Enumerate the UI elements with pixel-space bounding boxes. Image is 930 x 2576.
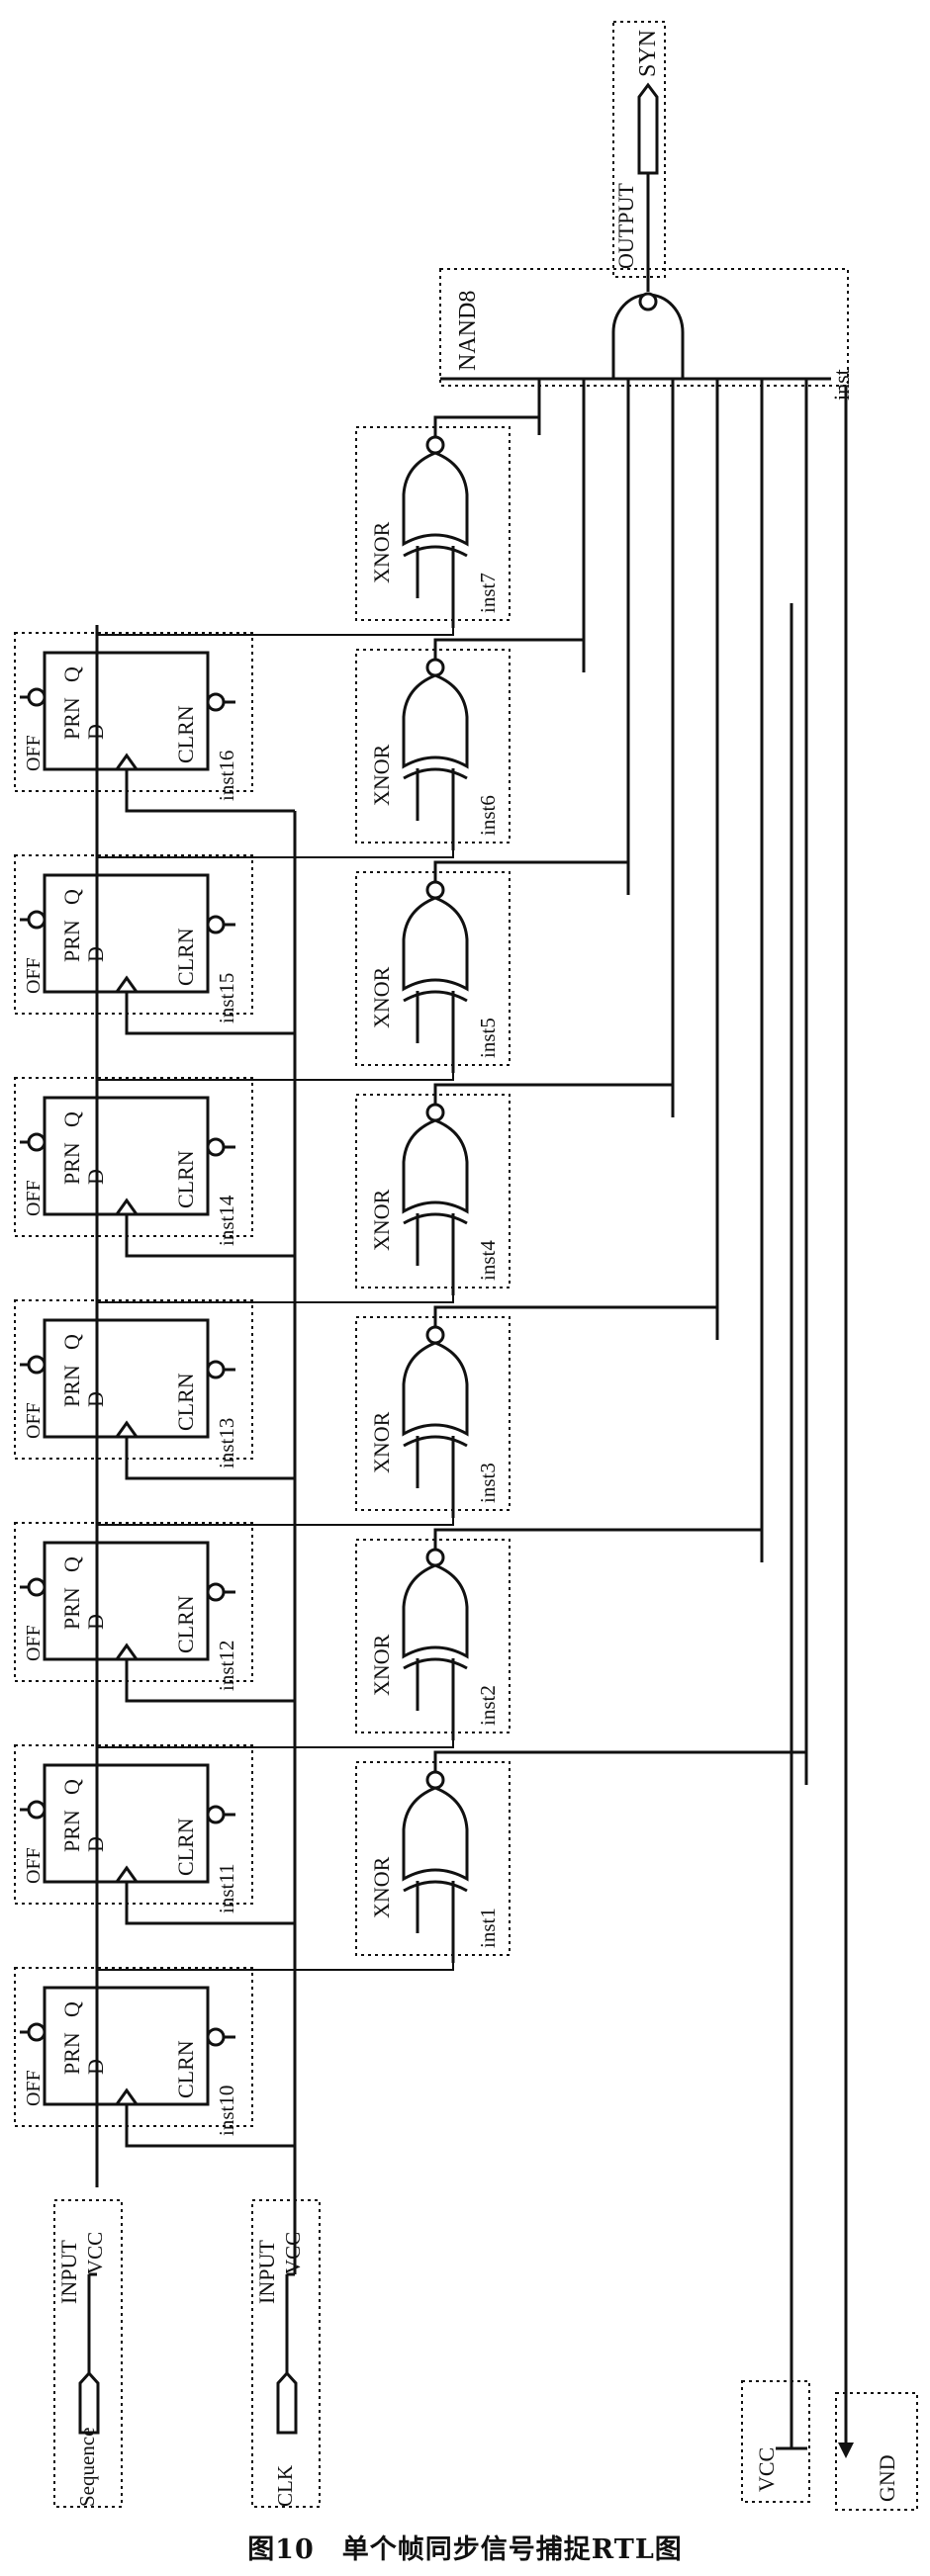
nand8-type-label: NAND8 (455, 291, 481, 371)
off-label: OFF (23, 957, 45, 994)
xnor-type-label: XNOR (369, 1411, 394, 1473)
clrn-label: CLRN (173, 1595, 198, 1653)
q-label: Q (59, 2001, 84, 2017)
xnor-instance-label: inst5 (476, 1018, 500, 1058)
clrn-label: CLRN (173, 1373, 198, 1431)
nand8-gate: NAND8 inst (439, 268, 854, 400)
q-label: Q (59, 1779, 84, 1795)
q-label: Q (59, 666, 84, 682)
xnor-gate: XNOR inst2 (355, 1528, 764, 1740)
xnor-instance-label: inst1 (476, 1908, 500, 1948)
input-default-label: VCC (83, 2232, 107, 2274)
dff-instance-label: inst13 (215, 1418, 238, 1468)
q-label: Q (59, 889, 84, 905)
prn-label: PRN (59, 1810, 84, 1852)
output-pin-syn: OUTPUT SYN (612, 21, 666, 292)
xnor-instance-label: inst7 (476, 573, 500, 613)
prn-label: PRN (59, 697, 84, 740)
dff-instance-label: inst11 (215, 1863, 238, 1913)
xnor-type-label: XNOR (369, 521, 394, 583)
q-label: Q (59, 1334, 84, 1350)
vertical-bus-wires (95, 379, 848, 2443)
xnor-gate: XNOR inst1 (355, 1750, 808, 1963)
xnor-gate: XNOR inst4 (355, 1083, 675, 1295)
gnd-label: GND (875, 2454, 899, 2502)
xnor-type-label: XNOR (369, 1189, 394, 1251)
prn-label: PRN (59, 1365, 84, 1407)
clrn-label: CLRN (173, 1818, 198, 1876)
off-label: OFF (23, 1625, 45, 1661)
clrn-label: CLRN (173, 705, 198, 763)
output-name-label: SYN (635, 30, 661, 77)
off-label: OFF (23, 1180, 45, 1216)
prn-label: PRN (59, 1587, 84, 1630)
xnor-type-label: XNOR (369, 1856, 394, 1918)
xnor-gate: XNOR inst3 (355, 1305, 719, 1518)
off-label: OFF (23, 1402, 45, 1439)
off-label: OFF (23, 1847, 45, 1884)
dff-instance-label: inst16 (215, 751, 238, 801)
q-label: Q (59, 1111, 84, 1127)
xnor-type-label: XNOR (369, 1634, 394, 1696)
off-label: OFF (23, 2070, 45, 2106)
clrn-label: CLRN (173, 2040, 198, 2098)
xnor-type-label: XNOR (369, 744, 394, 806)
dff-instance-label: inst15 (215, 973, 238, 1023)
xnor-instance-label: inst4 (476, 1240, 500, 1281)
input-name-label: Sequence (75, 2428, 99, 2507)
dff-instance-label: inst14 (215, 1195, 238, 1246)
xnor-gate: XNOR inst5 (355, 860, 630, 1073)
nand8-instance-label: inst (829, 369, 854, 400)
prn-label: PRN (59, 920, 84, 962)
xnor-type-label: XNOR (369, 966, 394, 1028)
q-label: Q (59, 1556, 84, 1572)
input-name-label: CLK (273, 2465, 297, 2507)
clrn-label: CLRN (173, 1150, 198, 1208)
xnor-gate: XNOR inst7 (355, 415, 541, 628)
input-default-label: VCC (281, 2232, 305, 2274)
vcc-label: VCC (754, 2447, 779, 2492)
figure-caption: 图10 单个帧同步信号捕捉RTL图 (247, 2534, 683, 2565)
off-label: OFF (23, 735, 45, 771)
input-type-label: INPUT (56, 2240, 81, 2304)
xnor-instance-label: inst6 (476, 795, 500, 836)
xnor-gate: XNOR inst6 (355, 638, 586, 850)
xnor-instance-label: inst2 (476, 1685, 500, 1726)
dff-instance-label: inst12 (215, 1641, 238, 1691)
gnd-symbol: GND (835, 2392, 918, 2511)
vcc-symbol: VCC (741, 2380, 810, 2503)
prn-label: PRN (59, 2032, 84, 2075)
prn-label: PRN (59, 1142, 84, 1185)
input-type-label: INPUT (254, 2240, 279, 2304)
dff-instance-label: inst10 (215, 2086, 238, 2136)
clrn-label: CLRN (173, 928, 198, 986)
output-type-label: OUTPUT (613, 183, 638, 269)
xnor-instance-label: inst3 (476, 1463, 500, 1503)
